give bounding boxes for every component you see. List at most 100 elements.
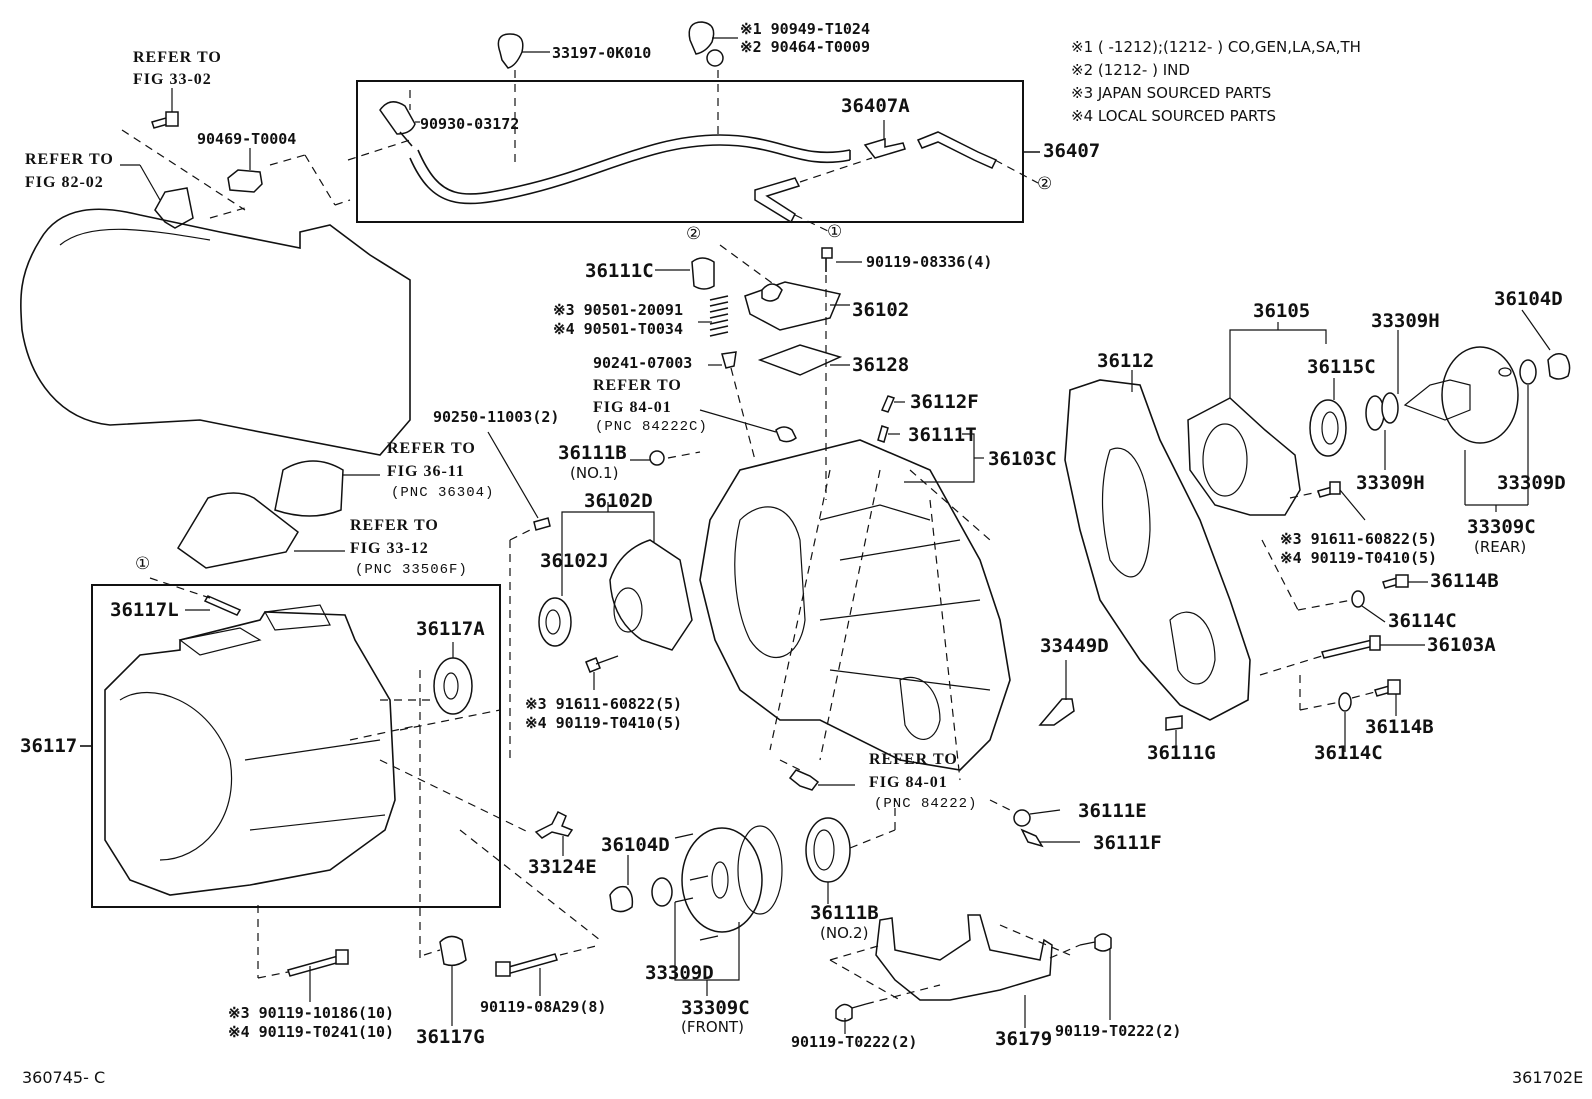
- part-33197-0K010[interactable]: 33197-0K010: [552, 44, 652, 62]
- ref-fig8401c-line3: (PNC 84222C): [595, 419, 708, 435]
- part-36114B-top[interactable]: 36114B: [1430, 570, 1499, 592]
- part-90119-T0410-rear[interactable]: ※4 90119-T0410(5): [1280, 549, 1438, 567]
- part-90119-10186[interactable]: ※3 90119-10186(10): [228, 1004, 395, 1022]
- part-36179[interactable]: 36179: [995, 1028, 1053, 1050]
- ref-fig8202-line1: REFER TO: [25, 151, 114, 168]
- switch-84222-icon: [788, 769, 820, 791]
- part-36117A[interactable]: 36117A: [416, 618, 485, 640]
- pin-36112F-icon: [880, 395, 896, 413]
- part-36112[interactable]: 36112: [1097, 350, 1155, 372]
- part-36103A[interactable]: 36103A: [1427, 634, 1496, 656]
- part-90119-08336[interactable]: 90119-08336(4): [866, 253, 993, 271]
- part-90241-07003[interactable]: 90241-07003: [593, 354, 693, 372]
- figure-code-left: 360745- C: [22, 1068, 106, 1087]
- ref-fig3611-line2[interactable]: FIG 36-11: [387, 463, 465, 480]
- bolt-91611-icon: [585, 657, 601, 673]
- part-91611-60822-rear[interactable]: ※3 91611-60822(5): [1280, 530, 1438, 548]
- extension-housing-36117: [104, 611, 396, 896]
- part-36103C[interactable]: 36103C: [988, 448, 1057, 470]
- part-36407A[interactable]: 36407A: [841, 95, 910, 117]
- part-36128[interactable]: 36128: [852, 354, 910, 376]
- part-90250-11003[interactable]: 90250-11003(2): [433, 408, 560, 426]
- part-90119-T0410-front[interactable]: ※4 90119-T0410(5): [525, 714, 683, 732]
- dowel-90250-icon: [533, 517, 551, 531]
- part-90501-T0034[interactable]: ※4 90501-T0034: [553, 320, 683, 338]
- part-33309C-rear-sub: (REAR): [1474, 538, 1527, 556]
- part-33309C-front[interactable]: 33309C: [681, 997, 750, 1019]
- ref-fig3302-line1: REFER TO: [133, 49, 222, 66]
- gasket-36111E-icon: [1013, 809, 1031, 827]
- part-90119-T0222-right[interactable]: 90119-T0222(2): [1055, 1022, 1182, 1040]
- part-36111F[interactable]: 36111F: [1093, 832, 1162, 854]
- part-36407[interactable]: 36407: [1043, 140, 1101, 162]
- ref-fig8401-line2[interactable]: FIG 84-01: [869, 774, 948, 791]
- part-33309D-rear[interactable]: 33309D: [1497, 472, 1566, 494]
- ref-fig3302-line2[interactable]: FIG 33-02: [133, 71, 212, 88]
- part-36105[interactable]: 36105: [1253, 300, 1311, 322]
- part-36111C[interactable]: 36111C: [585, 260, 654, 282]
- part-33309D-front[interactable]: 33309D: [645, 962, 714, 984]
- part-90501-20091[interactable]: ※3 90501-20091: [553, 301, 683, 319]
- oil-seal-36111B-no1: [649, 450, 665, 466]
- ref-fig8202-line2[interactable]: FIG 82-02: [25, 174, 104, 191]
- part-90119-08A29[interactable]: 90119-08A29(8): [480, 998, 607, 1016]
- part-36104D-rear[interactable]: 36104D: [1494, 288, 1563, 310]
- pin-36111T-icon: [877, 425, 889, 443]
- part-33309H-top[interactable]: 33309H: [1371, 310, 1440, 332]
- rear-housing-36105: [1187, 397, 1301, 516]
- part-90930-03172[interactable]: 90930-03172: [420, 115, 520, 133]
- part-36114B-bottom[interactable]: 36114B: [1365, 716, 1434, 738]
- part-90119-T0241[interactable]: ※4 90119-T0241(10): [228, 1023, 395, 1041]
- part-36111B-no1[interactable]: 36111B: [558, 442, 627, 464]
- part-36102D[interactable]: 36102D: [584, 490, 653, 512]
- shift-fork-33124E-icon: [534, 810, 574, 839]
- part-90119-T0222-left[interactable]: 90119-T0222(2): [791, 1033, 918, 1051]
- switch-84222C-icon: [775, 426, 797, 443]
- marker-1-hose: ①: [827, 222, 843, 242]
- marker-2-cover: ②: [686, 224, 702, 244]
- note-4: ※4 LOCAL SOURCED PARTS: [1071, 107, 1276, 125]
- part-36111G[interactable]: 36111G: [1147, 742, 1216, 764]
- part-36102J[interactable]: 36102J: [540, 550, 609, 572]
- nut-36104D-rear: [1547, 353, 1571, 380]
- ref-fig3611-line1: REFER TO: [387, 440, 476, 457]
- part-36111B-no2[interactable]: 36111B: [810, 902, 879, 924]
- part-36114C-bottom[interactable]: 36114C: [1314, 742, 1383, 764]
- part-33309H-bottom[interactable]: 33309H: [1356, 472, 1425, 494]
- part-90949-T1024[interactable]: ※1 90949-T1024: [740, 20, 870, 38]
- breather-hose-short: [916, 131, 998, 169]
- part-90464-T0009[interactable]: ※2 90464-T0009: [740, 38, 870, 56]
- bolt-90119-10186-icon: [287, 955, 341, 977]
- part-33449D[interactable]: 33449D: [1040, 635, 1109, 657]
- front-housing-36102D: [609, 539, 693, 651]
- part-33124E[interactable]: 33124E: [528, 856, 597, 878]
- bolt-90119-08A29-icon: [504, 953, 558, 975]
- bolt-90119-08336-icon: [821, 247, 833, 259]
- part-90469-T0004[interactable]: 90469-T0004: [197, 130, 297, 148]
- dust-cover-33506F: [177, 492, 299, 569]
- dowel-36117L-icon: [203, 595, 242, 616]
- part-91611-60822-front[interactable]: ※3 91611-60822(5): [525, 695, 683, 713]
- plug-36117G-icon: [439, 935, 467, 967]
- part-36117[interactable]: 36117: [20, 735, 78, 757]
- ref-fig8401c-line2[interactable]: FIG 84-01: [593, 399, 672, 416]
- nut-36104D-front: [609, 885, 634, 913]
- ref-fig3312-line2[interactable]: FIG 33-12: [350, 540, 429, 557]
- part-36115C[interactable]: 36115C: [1307, 356, 1376, 378]
- bearing-33309D-rear: [1519, 359, 1537, 385]
- part-36117L[interactable]: 36117L: [110, 599, 179, 621]
- oil-seal-36111B-no2: [805, 817, 851, 883]
- bolt-T0222-left-icon: [835, 1003, 853, 1022]
- shift-head-33449D-icon: [1038, 698, 1075, 726]
- part-36104D-front[interactable]: 36104D: [601, 834, 670, 856]
- marker-2-hose: ②: [1037, 174, 1053, 194]
- part-36117G[interactable]: 36117G: [416, 1026, 485, 1048]
- bracket-36179: [875, 914, 1053, 1001]
- part-36112F[interactable]: 36112F: [910, 391, 979, 413]
- part-36114C-top[interactable]: 36114C: [1388, 610, 1457, 632]
- bolt-36103A-icon: [1321, 639, 1375, 659]
- part-36111T[interactable]: 36111T: [908, 424, 977, 446]
- part-36102[interactable]: 36102: [852, 299, 910, 321]
- part-36111E[interactable]: 36111E: [1078, 800, 1147, 822]
- part-33309C-rear[interactable]: 33309C: [1467, 516, 1536, 538]
